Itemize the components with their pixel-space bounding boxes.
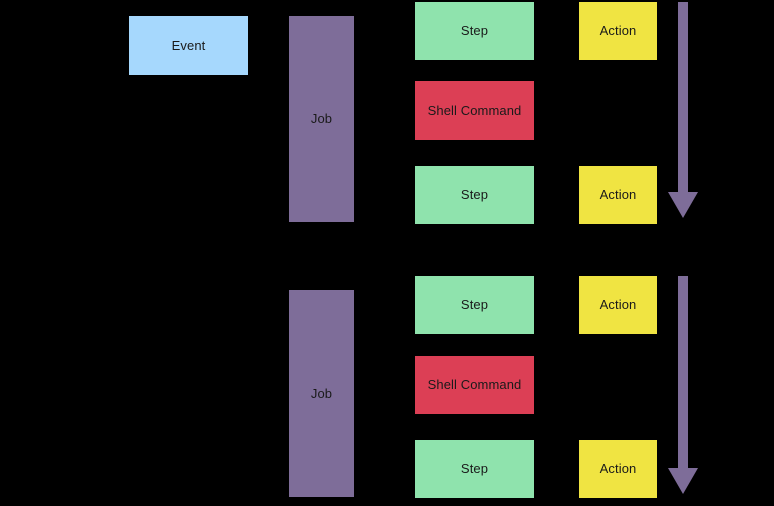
- flow-arrow-down-icon: [668, 2, 698, 218]
- node-label: Action: [599, 23, 637, 39]
- node-step-4[interactable]: Step: [415, 440, 534, 498]
- node-action-4[interactable]: Action: [579, 440, 657, 498]
- node-label: Action: [599, 461, 637, 477]
- node-shell-command-2[interactable]: Shell Command: [415, 356, 534, 414]
- node-action-1[interactable]: Action: [579, 2, 657, 60]
- node-label: Action: [599, 187, 637, 203]
- node-shell-command-1[interactable]: Shell Command: [415, 81, 534, 140]
- flow-arrow-down-icon: [668, 276, 698, 494]
- node-action-3[interactable]: Action: [579, 276, 657, 334]
- node-event-1[interactable]: Event: [129, 16, 248, 75]
- node-step-2[interactable]: Step: [415, 166, 534, 224]
- node-job-1[interactable]: Job: [289, 16, 354, 222]
- node-label: Shell Command: [427, 377, 522, 393]
- node-action-2[interactable]: Action: [579, 166, 657, 224]
- node-step-3[interactable]: Step: [415, 276, 534, 334]
- node-label: Step: [460, 187, 489, 203]
- node-label: Step: [460, 297, 489, 313]
- node-label: Job: [310, 111, 333, 127]
- node-label: Job: [310, 385, 333, 401]
- node-label: Action: [599, 297, 637, 313]
- node-label: Event: [171, 37, 206, 53]
- node-label: Shell Command: [427, 102, 522, 118]
- node-job-2[interactable]: Job: [289, 290, 354, 497]
- node-label: Step: [460, 23, 489, 39]
- node-label: Step: [460, 461, 489, 477]
- node-step-1[interactable]: Step: [415, 2, 534, 60]
